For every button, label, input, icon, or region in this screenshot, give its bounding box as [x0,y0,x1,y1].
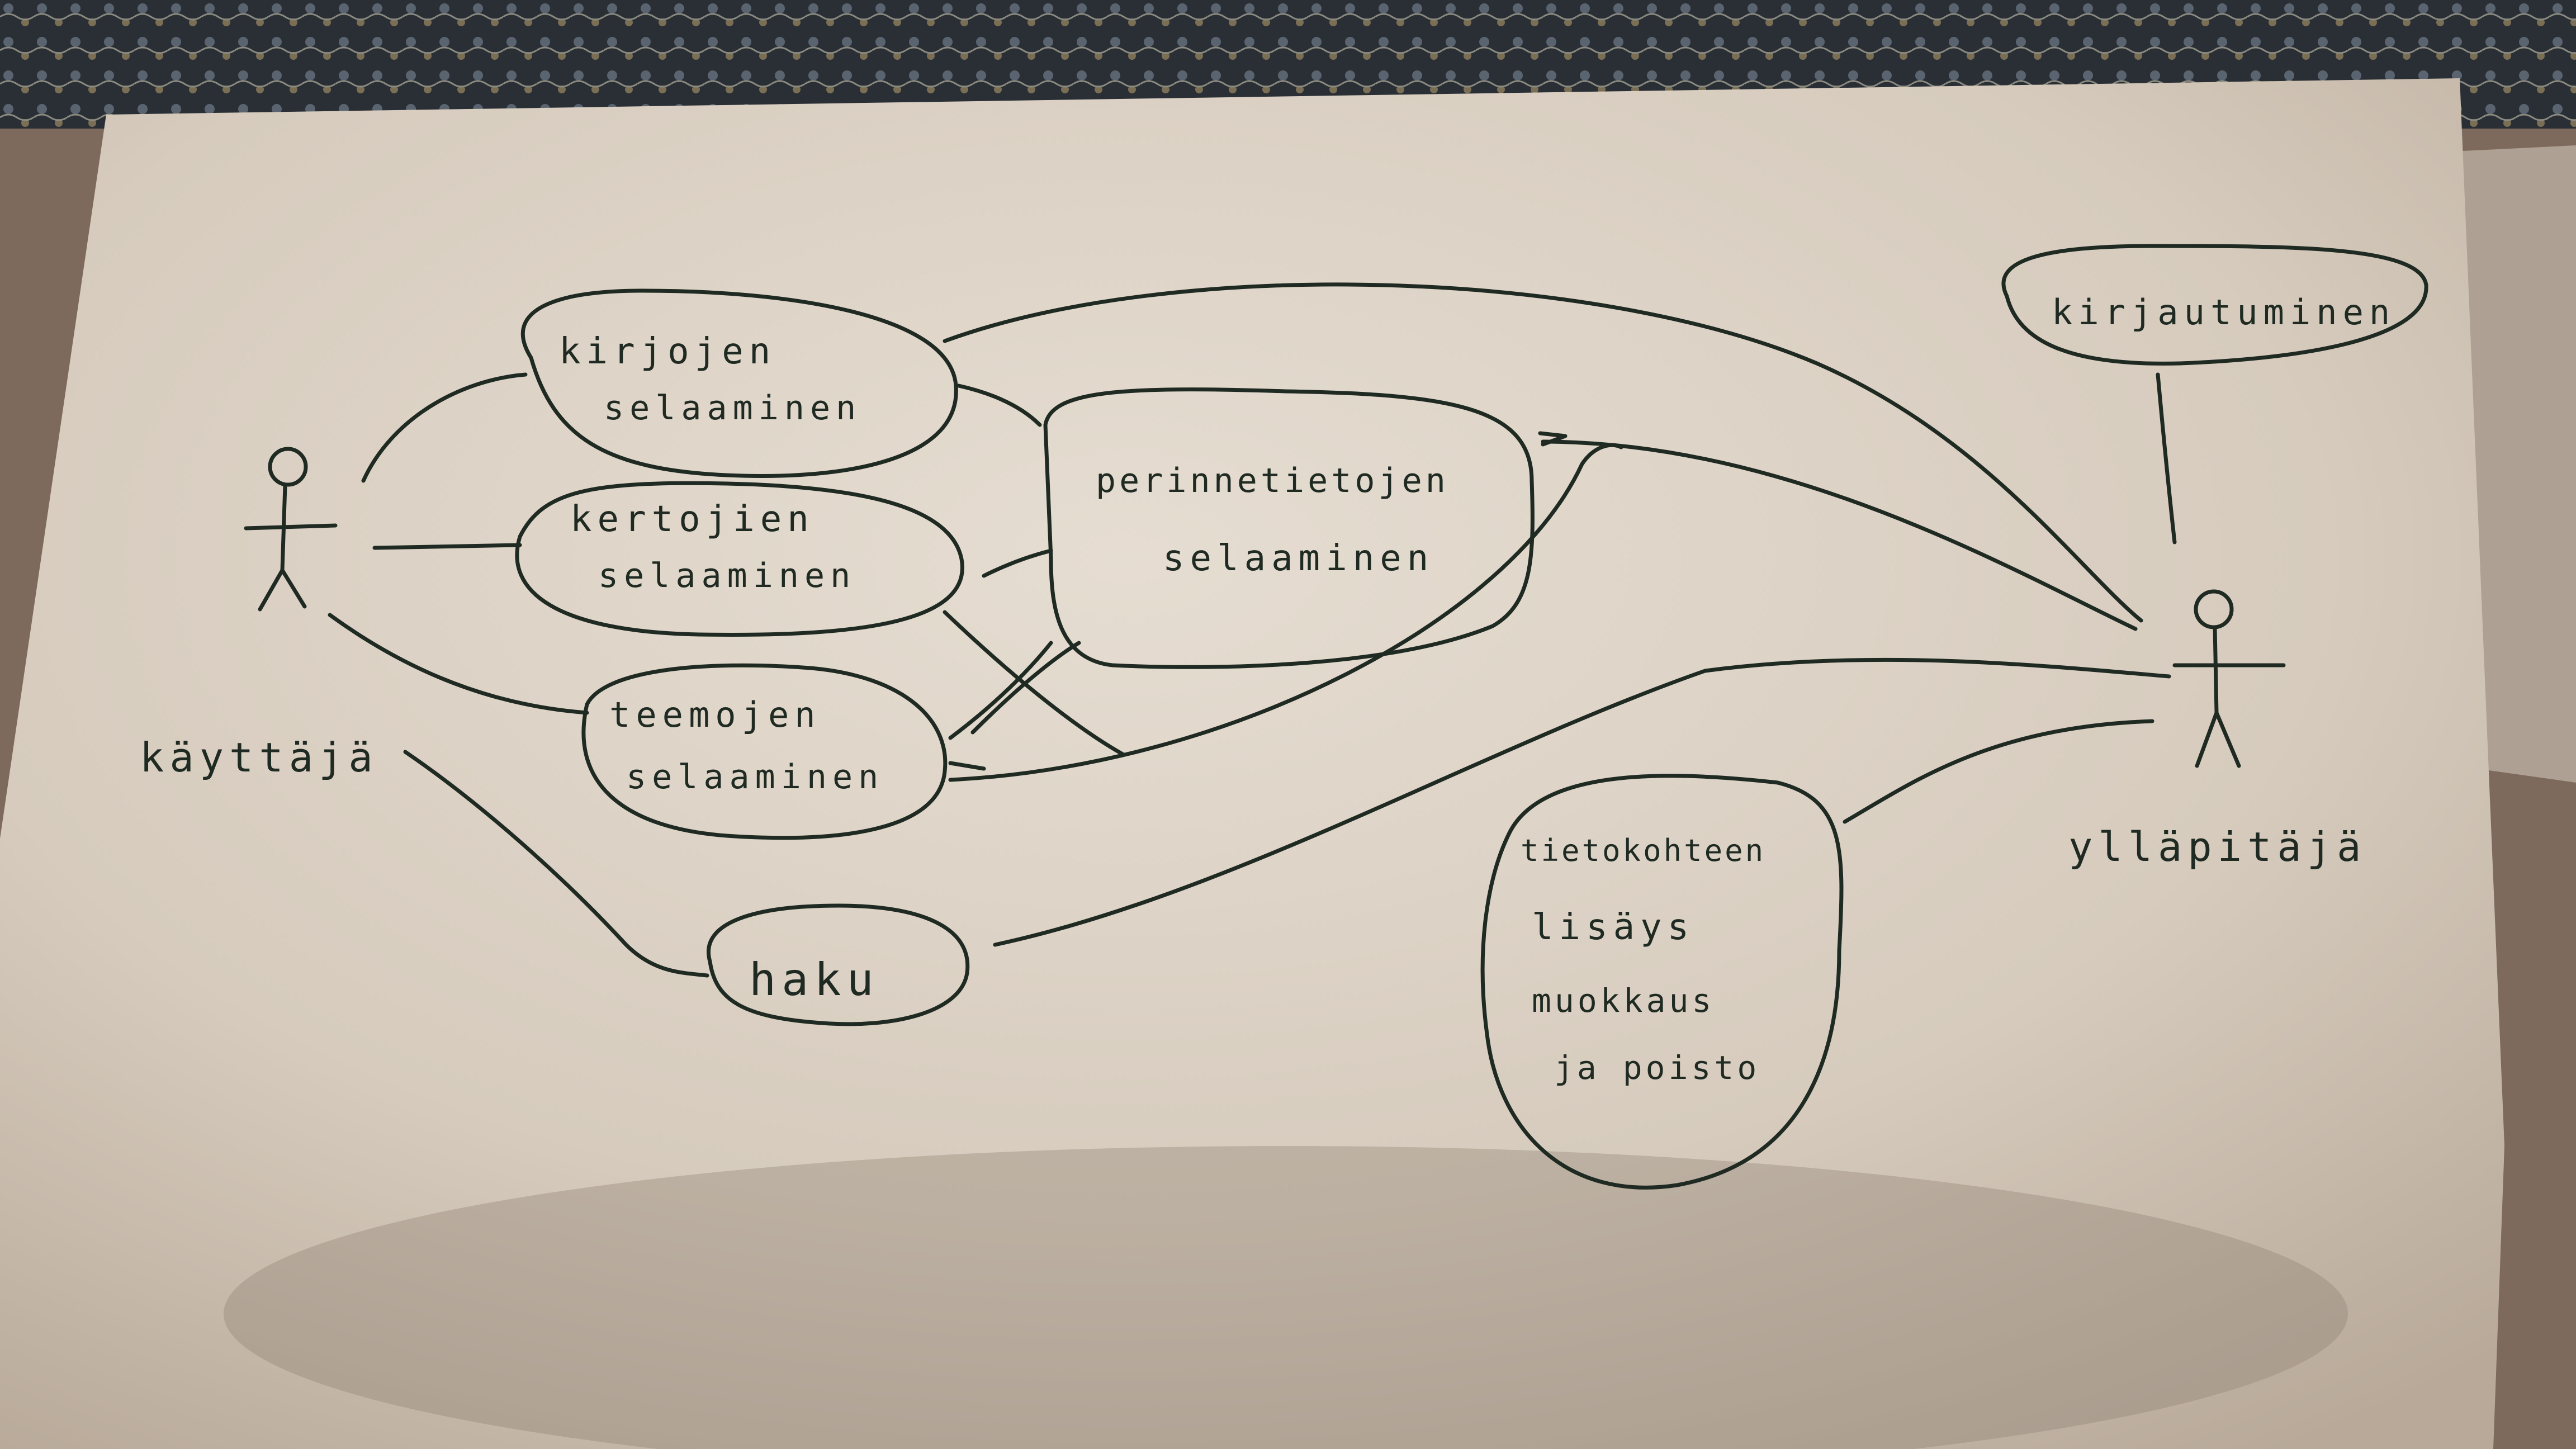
assoc-user-kertojien [372,543,522,550]
usecase-teemojen-line1: teemojen [609,694,821,735]
usecase-kertojien-ellipse [515,481,964,637]
usecase-perinne-line2: selaaminen [1163,538,1434,579]
assoc-user-kirjojen [361,372,528,483]
usecase-kirjautuminen-ellipse [2001,244,2428,366]
assoc-user-teemojen [328,613,589,715]
actor-user-label: käyttäjä [140,734,378,781]
actor-admin-label: ylläpitäjä [2068,823,2366,870]
usecase-tietokohde-line3: muokkaus [1532,982,1715,1020]
assoc-kirjautuminen-admin [2156,372,2177,544]
assoc-haku-admin [993,657,2171,947]
usecase-kertojien-line1: kertojien [570,499,815,540]
arrow-mark [1538,431,1568,447]
assoc-perinne-admin [1541,439,2138,631]
actor-admin-figure [2172,589,2286,768]
assoc-user-haku [403,750,709,978]
usecase-kirjojen-line2: selaaminen [604,389,861,428]
shadow [224,1146,2348,1449]
usecase-kirjautuminen-label: kirjautuminen [2052,292,2395,333]
assoc-kertojien-perinne [982,548,1053,578]
usecase-haku-ellipse [707,903,970,1026]
usecase-tietokohde-line1: tietokohteen [1521,833,1765,868]
usecase-kirjojen-ellipse [520,288,958,478]
arrow-mark [948,761,986,771]
usecase-kirjojen-line1: kirjojen [559,331,776,372]
usecase-tietokohde-line4: ja poisto [1554,1049,1760,1087]
usecase-tietokohde-line2: lisäys [1532,907,1694,948]
assoc-teemojen-perinne-2 [970,641,1081,735]
usecase-perinne-box [1043,387,1535,669]
usecase-teemojen-line2: selaaminen [626,757,884,797]
usecase-kertojien-line2: selaaminen [598,556,856,595]
assoc-teemojen-perinne [948,641,1053,740]
assoc-teemojen-admin-loop [948,443,1623,782]
usecase-teemojen-ellipse [581,663,948,840]
usecase-tietokohde-ellipse [1480,774,1844,1190]
actor-user-figure [244,447,338,612]
assoc-tietokohde-admin [1843,719,2154,824]
paper-sheet [0,78,2504,1449]
assoc-kirjojen-perinne [956,383,1042,427]
assoc-kertojien-cross [943,610,1126,757]
assoc-kirjojen-admin [943,282,2143,623]
usecase-haku-label: haku [749,954,879,1006]
usecase-perinne-line1: perinnetietojen [1096,461,1449,500]
